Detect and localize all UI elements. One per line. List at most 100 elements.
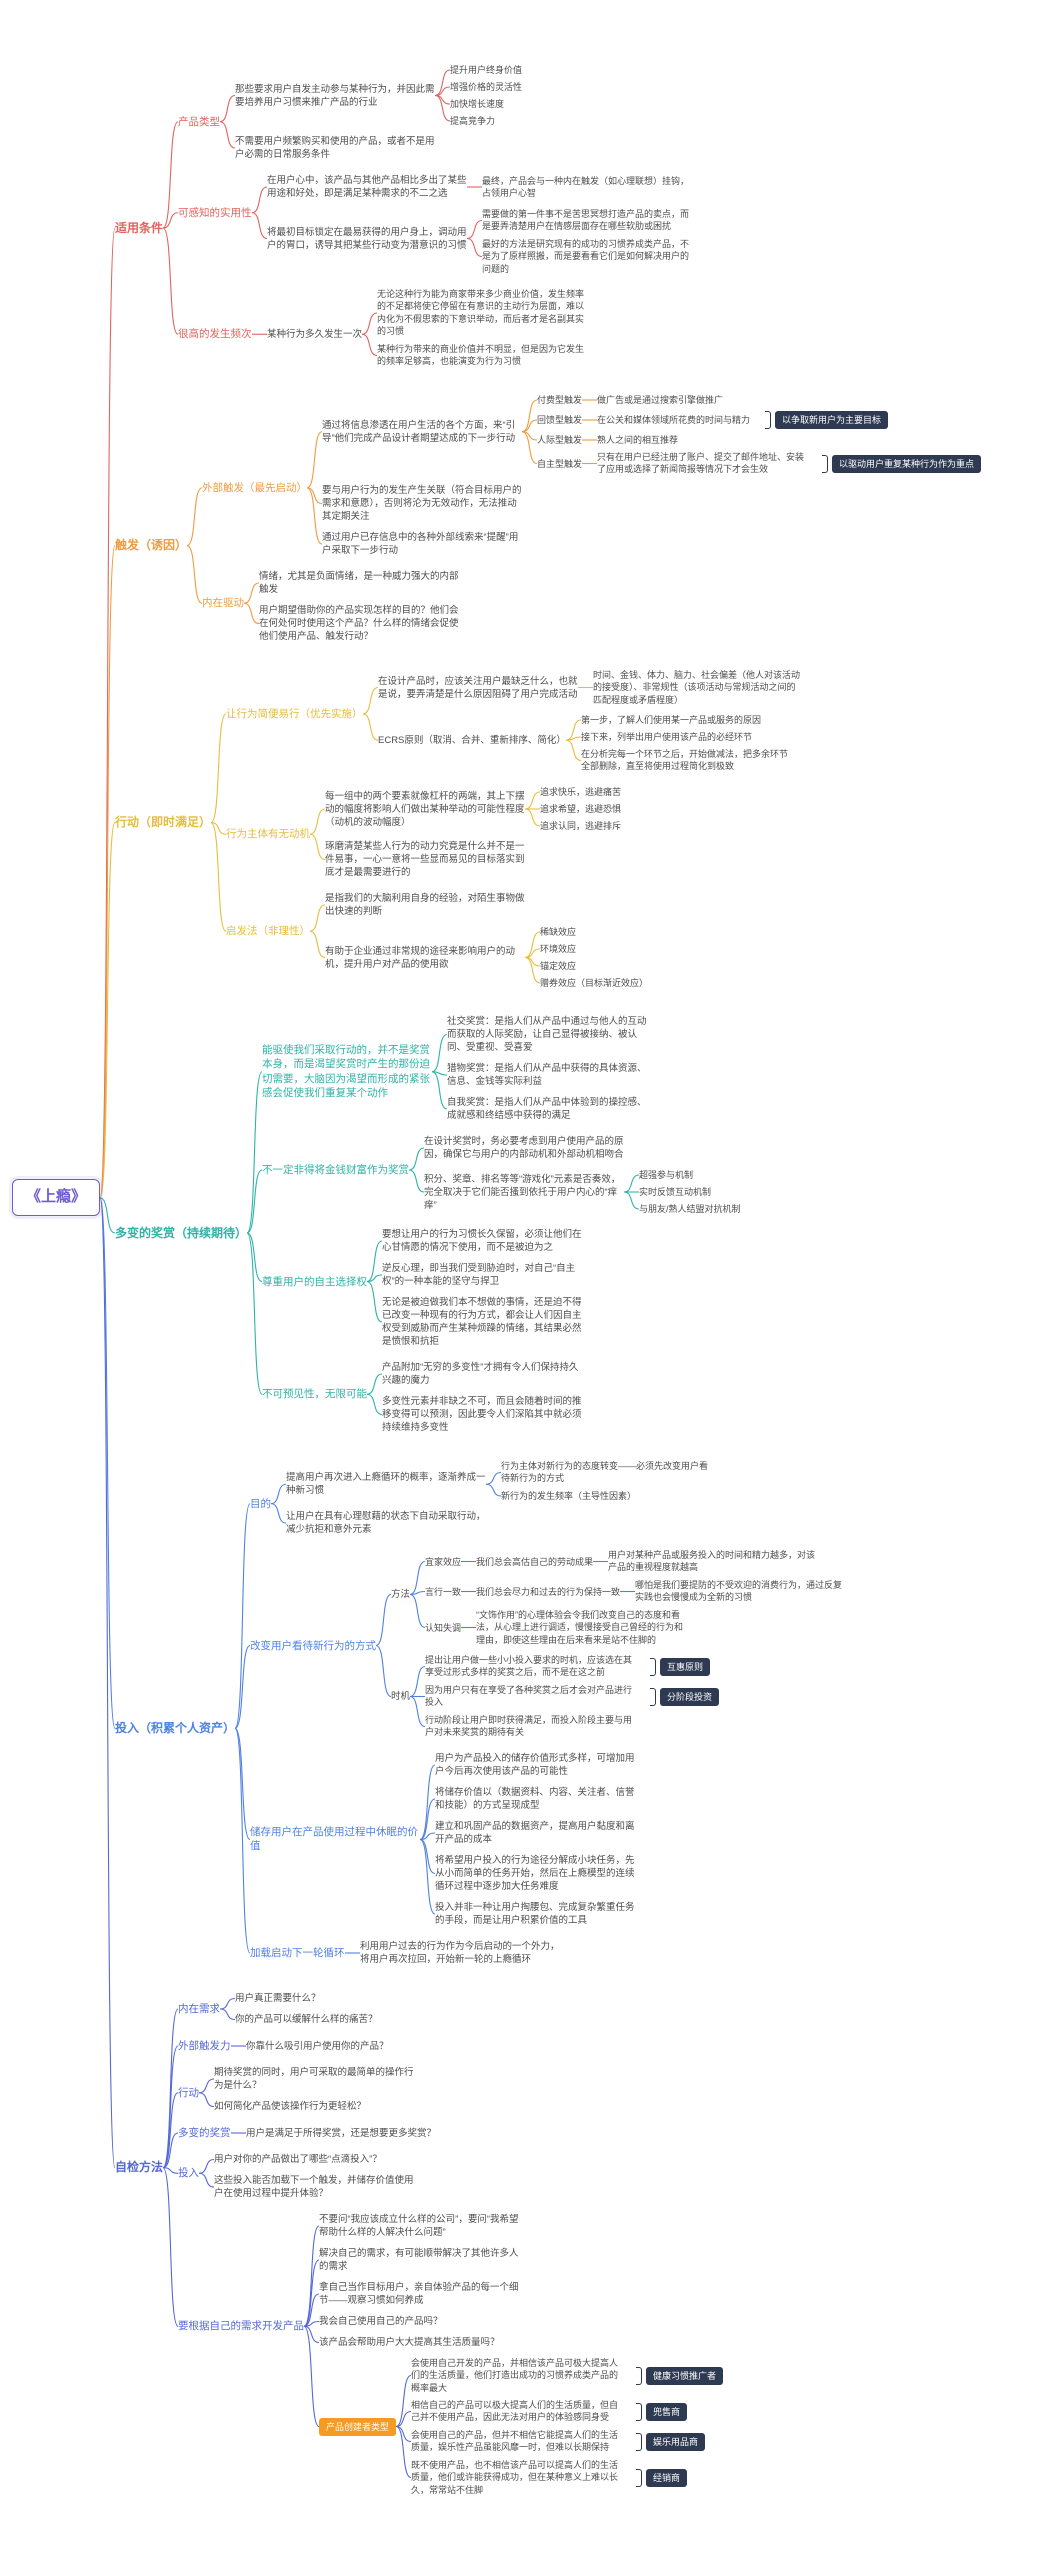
mindmap-node[interactable]: 投入并非一种让用户掏腰包、完成复杂繁重任务的手段，而是让用户积累价值的工具 — [435, 1902, 635, 1927]
mindmap-node[interactable]: 不要问“我应该成立什么样的公司”，要问“我希望帮助什么样的人解决什么问题” — [319, 2214, 519, 2239]
mindmap-node[interactable]: 言行一致 — [425, 1587, 462, 1597]
mindmap-node[interactable]: 启发法（非理性） — [226, 925, 310, 937]
mindmap-node[interactable]: 你靠什么吸引用户使用你的产品？ — [246, 2041, 389, 2052]
mindmap-node[interactable]: 既不使用产品，也不相信该产品可以提高人们的生活质量，他们或许能获得成功，但在某种… — [411, 2460, 619, 2495]
branch-node[interactable]: 投入（积累个人资产） — [115, 1721, 236, 1735]
mindmap-node[interactable]: 做广告或是通过搜索引擎做推广 — [597, 395, 724, 405]
mindmap-node[interactable]: 方法 — [391, 1589, 411, 1600]
group-tag[interactable]: 娱乐用品商 — [636, 2433, 706, 2452]
mindmap-node[interactable]: 提升用户终身价值 — [450, 65, 523, 75]
mindmap-node[interactable]: 要根据自己的需求开发产品 — [178, 2320, 304, 2332]
mindmap-node[interactable]: 只有在用户已经注册了账户、提交了邮件地址、安装了应用或选择了新闻简报等情况下才会… — [597, 452, 805, 475]
mindmap-node[interactable]: 用户真正需要什么？ — [235, 1993, 321, 2004]
branch-node[interactable]: 行动（即时满足） — [115, 815, 212, 829]
mindmap-node[interactable]: 我们总会尽力和过去的行为保持一致 — [476, 1587, 621, 1597]
group-tag[interactable]: 经销商 — [636, 2469, 688, 2488]
mindmap-node[interactable]: 猎物奖赏：是指人们从产品中获得的具体资源、信息、金钱等实际利益 — [447, 1063, 647, 1088]
mindmap-node[interactable]: 用户期望借助你的产品实现怎样的目的？他们会在何处何时使用这个产品？什么样的情绪会… — [259, 605, 459, 643]
mindmap-node[interactable]: 将最初目标锁定在最易获得的用户身上，调动用户的胃口，诱导其把某些行动变为潜意识的… — [267, 227, 467, 252]
mindmap-node[interactable]: 锚定效应 — [540, 961, 577, 971]
mindmap-node[interactable]: “文饰作用”的心理体验会令我们改变自己的态度和看法，从心理上进行调适，慢慢接受自… — [476, 1610, 684, 1645]
mindmap-node[interactable]: 用户是满足于所得奖赏，还是想要更多奖赏？ — [246, 2128, 437, 2139]
mindmap-node[interactable]: 很高的发生频次 — [178, 328, 252, 340]
mindmap-node[interactable]: 实时反馈互动机制 — [639, 1187, 712, 1197]
mindmap-node[interactable]: 拿自己当作目标用户，亲自体验产品的每一个细节——观察习惯如何养成 — [319, 2282, 519, 2307]
mindmap-node[interactable]: 自主型触发 — [537, 459, 583, 469]
mindmap-node[interactable]: 将储存价值以（数据资料、内容、关注者、信誉和技能）的方式呈现成型 — [435, 1787, 635, 1812]
mindmap-node[interactable]: 外部触发（最先启动） — [202, 482, 307, 494]
root-node[interactable]: 《上瘾》 — [12, 1179, 101, 1216]
mindmap-node[interactable]: 追求认同，逃避排斥 — [540, 821, 622, 831]
mindmap-node[interactable]: 积分、奖章、排名等等“游戏化”元素是否奏效，完全取决于它们能否搔到依托于用户内心… — [424, 1174, 621, 1212]
branch-node[interactable]: 多变的奖赏（持续期待） — [115, 1226, 248, 1240]
mindmap-node[interactable]: 将希望用户投入的行为途径分解成小块任务，先从小而简单的任务开始，然后在上瘾模型的… — [435, 1855, 635, 1893]
mindmap-node[interactable]: 最好的方法是研究现有的成功的习惯养成类产品，不是为了原样照搬，而是要看看它们是如… — [482, 239, 690, 274]
mindmap-node[interactable]: 提高用户再次进入上瘾循环的概率，逐渐养成一种新习惯 — [286, 1472, 486, 1497]
mindmap-node[interactable]: 这些投入能否加载下一个触发，并储存价值使用户在使用过程中提升体验？ — [214, 2175, 414, 2200]
mindmap-node[interactable]: 付费型触发 — [537, 395, 583, 405]
group-tag[interactable]: 兜售商 — [636, 2403, 688, 2422]
mindmap-node[interactable]: 某种行为带来的商业价值并不明显，但是因为它发生的频率足够高，也能演变为行为习惯 — [377, 344, 585, 367]
mindmap-node[interactable]: 内在需求 — [178, 2003, 220, 2015]
mindmap-node[interactable]: 增强价格的灵活性 — [450, 82, 523, 92]
mindmap-node[interactable]: 通过用户已存信息中的各种外部线索来“提醒”用户采取下一步行动 — [322, 532, 519, 557]
mindmap-node[interactable]: 稀缺效应 — [540, 927, 577, 937]
mindmap-node[interactable]: 环境效应 — [540, 944, 577, 954]
mindmap-node[interactable]: 会使用自己开发的产品，并相信该产品可极大提高人们的生活质量，他们打造出成功的习惯… — [411, 2358, 619, 2393]
mindmap-node[interactable]: 该产品会帮助用户大大提高其生活质量吗？ — [319, 2337, 500, 2348]
mindmap-node[interactable]: 某种行为多久发生一次 — [267, 329, 363, 340]
mindmap-node[interactable]: 提高竞争力 — [450, 116, 496, 126]
mindmap-node[interactable]: 用户对某种产品或服务投入的时间和精力越多，对该产品的重视程度就越高 — [608, 1550, 816, 1573]
branch-node[interactable]: 自检方法 — [115, 2160, 164, 2174]
mindmap-node[interactable]: 目的 — [250, 1498, 271, 1510]
mindmap-node[interactable]: 与朋友/熟人结盟对抗机制 — [639, 1204, 741, 1214]
mindmap-node[interactable]: 需要做的第一件事不是苦思冥想打造产品的卖点，而是要弄清楚用户在情感层面存在哪些软… — [482, 209, 690, 232]
mindmap-node[interactable]: 不可预见性，无限可能 — [262, 1388, 367, 1400]
mindmap-node[interactable]: 在设计产品时，应该关注用户最缺乏什么，也就是说，要弄清楚是什么原因阻碍了用户完成… — [378, 676, 578, 701]
mindmap-node[interactable]: 外部触发力 — [178, 2040, 231, 2052]
mindmap-node[interactable]: 认知失调 — [425, 1623, 462, 1633]
mindmap-node[interactable]: 最终，产品会与一种内在触发（如心理联想）挂钩，占领用户心智 — [482, 176, 690, 199]
mindmap-node[interactable]: 时间、金钱、体力、脑力、社会偏差（他人对该活动的接受度）、非常规性（该项活动与常… — [593, 670, 801, 705]
mindmap-node[interactable]: 相信自己的产品可以极大提高人们的生活质量，但自己并不使用产品，因此无法对用户的体… — [411, 2400, 619, 2423]
mindmap-node[interactable]: 回馈型触发 — [537, 415, 583, 425]
mindmap-node[interactable]: 多变的奖赏 — [178, 2127, 231, 2139]
mindmap-node[interactable]: 我们总会高估自己的劳动成果 — [476, 1557, 594, 1567]
mindmap-node[interactable]: 熟人之间的相互推荐 — [597, 435, 679, 445]
mindmap-node[interactable]: ECRS原则（取消、合并、重新排序、简化） — [378, 735, 566, 746]
mindmap-node[interactable]: 加载启动下一轮循环 — [250, 1947, 345, 1959]
group-tag[interactable]: 互惠原则 — [650, 1658, 711, 1677]
mindmap-node[interactable]: 如何简化产品使该操作行为更轻松？ — [214, 2101, 367, 2112]
branch-node[interactable]: 适用条件 — [115, 221, 164, 235]
mindmap-node[interactable]: 我会自己使用自己的产品吗？ — [319, 2316, 443, 2327]
group-tag[interactable]: 以驱动用户重复某种行为作为重点 — [822, 455, 982, 474]
mindmap-node[interactable]: 要与用户行为的发生产生关联（符合目标用户的需求和意愿），否则将沦为无效动作，无法… — [322, 485, 522, 523]
group-tag[interactable]: 健康习惯推广者 — [636, 2367, 724, 2386]
mindmap-node[interactable]: 行动 — [178, 2087, 199, 2099]
mindmap-node[interactable]: 是指我们的大脑利用自身的经验，对陌生事物做出快速的判断 — [325, 893, 525, 918]
mindmap-node[interactable]: 加快增长速度 — [450, 99, 505, 109]
mindmap-node[interactable]: 投入 — [178, 2167, 199, 2179]
mindmap-node[interactable]: 让行为简便易行（优先实施） — [226, 708, 363, 720]
mindmap-node[interactable]: 不需要用户频繁购买和使用的产品，或者不是用户必需的日常服务条件 — [235, 136, 435, 161]
mindmap-node[interactable]: 情绪，尤其是负面情绪，是一种威力强大的内部触发 — [259, 571, 459, 596]
mindmap-node[interactable]: 在设计奖赏时，务必要考虑到用户使用产品的原因，确保它与用户的内部动机和外部动机相… — [424, 1136, 624, 1161]
mindmap-node[interactable]: 不一定非得将金钱财富作为奖赏 — [262, 1164, 409, 1176]
mindmap-node[interactable]: 第一步，了解人们使用某一产品或服务的原因 — [581, 715, 762, 725]
mindmap-node[interactable]: 那些要求用户自发主动参与某种行为，并因此需要培养用户习惯来推广产品的行业 — [235, 84, 435, 109]
mindmap-node[interactable]: 哪怕是我们要提防的不受欢迎的消费行为，通过反复实践也会慢慢成为全新的习惯 — [635, 1580, 843, 1603]
mindmap-node[interactable]: 产品附加“无穷的多变性”才拥有令人们保持持久兴趣的魔力 — [382, 1362, 579, 1387]
mindmap-node[interactable]: 追求希望，逃避恐惧 — [540, 804, 622, 814]
mindmap-node[interactable]: 无论这种行为能为商家带来多少商业价值，发生频率的不足都将使它停留在有意识的主动行… — [377, 289, 585, 337]
mindmap-node[interactable]: 行动阶段让用户即时获得满足，而投入阶段主要与用户对未来奖赏的期待有关 — [425, 1715, 633, 1738]
mindmap-node[interactable]: 社交奖赏：是指人们从产品中通过与他人的互动而获取的人际奖励，让自己显得被接纳、被… — [447, 1016, 647, 1054]
mindmap-node[interactable]: 利用用户过去的行为作为今后启动的一个外力，将用户再次拉回，开始新一轮的上瘾循环 — [360, 1941, 560, 1966]
mindmap-node[interactable]: 超强参与机制 — [639, 1170, 694, 1180]
group-tag[interactable]: 以争取新用户为主要目标 — [765, 411, 889, 430]
mindmap-node[interactable]: 用户对你的产品做出了哪些“点滴投入”？ — [214, 2154, 382, 2165]
mindmap-node[interactable]: 会使用自己的产品，但并不相信它能提高人们的生活质量，娱乐性产品虽能风靡一时，但难… — [411, 2430, 619, 2453]
mindmap-node[interactable]: 建立和巩固产品的数据资产，提高用户黏度和离开产品的成本 — [435, 1821, 635, 1846]
mindmap-node[interactable]: 宜家效应 — [425, 1557, 462, 1567]
mindmap-node[interactable]: 新行为的发生频率（主导性因素） — [501, 1491, 637, 1501]
mindmap-node[interactable]: 在公关和媒体领域所花费的时间与精力 — [597, 415, 751, 425]
